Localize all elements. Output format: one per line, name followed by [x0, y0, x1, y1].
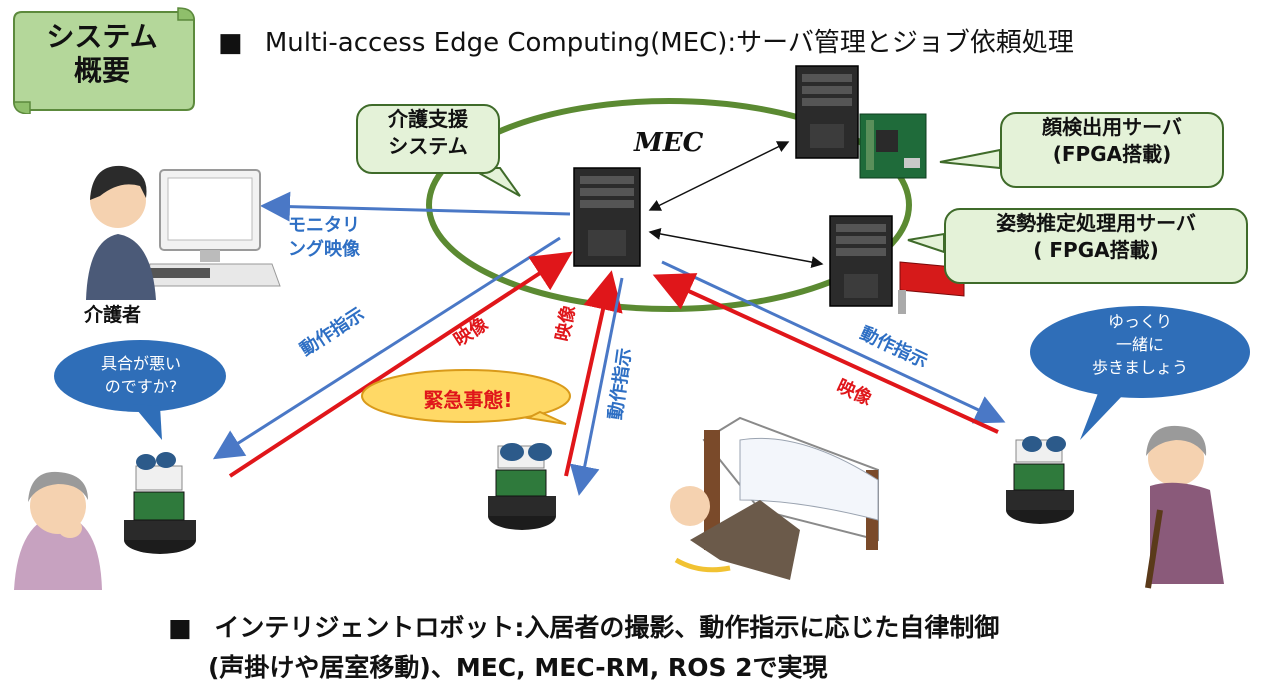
left-bubble-line1: 具合が悪い — [100, 354, 181, 373]
face-fpga-board-icon — [859, 113, 927, 179]
right-bubble-line1: ゆっくり — [1107, 312, 1172, 331]
monitoring-label-line2: ング映像 — [288, 239, 360, 261]
badge-line1: システム — [46, 20, 158, 53]
central-server-icon — [573, 167, 641, 267]
left-bubble-text: 具合が悪い のですか? — [64, 352, 218, 398]
caregiver-label: 介護者 — [84, 304, 142, 326]
caregiver-illustration — [86, 165, 281, 300]
left-speech-bubble — [54, 340, 226, 440]
face-server-line1: 顔検出用サーバ — [1042, 115, 1182, 139]
emergency-bubble-text: 緊急事態! — [423, 388, 513, 412]
header-bullet-row: ■ Multi-access Edge Computing(MEC):サーバ管理… — [218, 22, 1074, 59]
face-server-callout: 顔検出用サーバ (FPGA搭載) — [1000, 112, 1224, 188]
footer-line1: インテリジェントロボット:入居者の撮影、動作指示に応じた自律制御 — [214, 613, 1000, 642]
monitoring-label-line1: モニタリ — [288, 215, 360, 236]
mec-label: MEC — [634, 128, 704, 158]
care-system-line1: 介護支援 — [388, 107, 468, 131]
footer-bullet: ■ — [168, 613, 192, 642]
right-command-arrow — [661, 260, 1006, 424]
badge-text: システム 概要 — [8, 20, 196, 87]
left-video-arrow — [228, 251, 573, 478]
header-text: Multi-access Edge Computing(MEC):サーバ管理とジ… — [264, 28, 1074, 58]
pose-callout-tail — [907, 232, 945, 254]
pose-server-callout: 姿勢推定処理用サーバ ( FPGA搭載) — [944, 208, 1248, 284]
left-robot-icon — [124, 452, 196, 554]
right-bubble-line3: 歩きましょう — [1091, 358, 1188, 378]
pose-server-line2: ( FPGA搭載) — [1033, 238, 1159, 262]
right-speech-bubble — [1030, 306, 1250, 440]
right-video-arrow — [652, 273, 999, 434]
face-callout-tail — [939, 148, 1001, 170]
left-bubble-line2: のですか? — [104, 377, 178, 397]
fallen-elder-illustration — [670, 416, 879, 580]
sick-elder-illustration — [14, 471, 102, 590]
face-server-icon — [795, 65, 859, 159]
right-robot-icon — [1006, 436, 1074, 524]
monitoring-label: モニタリ ング映像 — [288, 214, 360, 263]
link-to-pose-server — [648, 228, 824, 268]
scroll-icon — [13, 7, 195, 115]
monitoring-video-arrow — [260, 191, 571, 222]
emergency-bubble — [361, 369, 571, 425]
left-command-arrow — [212, 236, 561, 460]
middle-robot-icon — [488, 443, 556, 530]
pose-server-line1: 姿勢推定処理用サーバ — [996, 211, 1196, 235]
title-badge: システム 概要 — [8, 6, 196, 115]
header-bullet: ■ — [218, 28, 243, 58]
footer-line2: (声掛けや居室移動)、MEC, MEC-RM, ROS 2で実現 — [208, 653, 828, 682]
footer-line1-row: ■ インテリジェントロボット:入居者の撮影、動作指示に応じた自律制御 — [168, 608, 999, 644]
pose-server-icon — [829, 215, 893, 307]
walking-elder-illustration — [1145, 425, 1224, 589]
care-system-line2: システム — [388, 134, 468, 158]
care-system-callout: 介護支援 システム — [356, 104, 500, 174]
mid-command-arrow — [569, 277, 624, 496]
badge-line2: 概要 — [73, 53, 130, 87]
right-bubble-line2: 一緒に — [1115, 335, 1164, 355]
face-server-line2: (FPGA搭載) — [1052, 142, 1172, 166]
link-to-face-server — [648, 141, 790, 211]
mid-video-arrow — [564, 270, 623, 477]
right-bubble-text: ゆっくり 一緒に 歩きましょう — [1040, 310, 1240, 380]
